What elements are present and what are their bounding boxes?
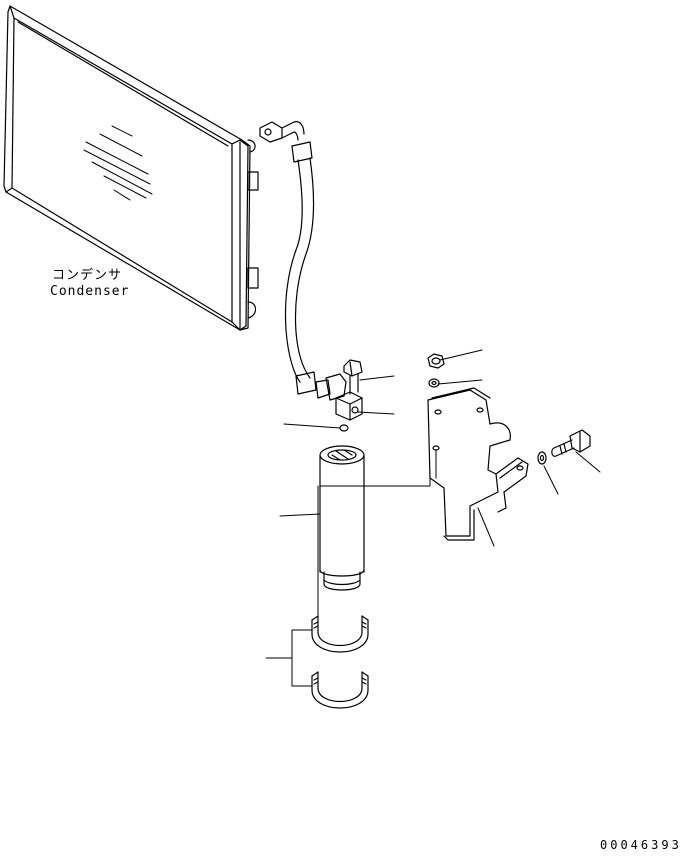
hardware-nut <box>428 354 444 368</box>
condenser-hatching <box>84 126 152 200</box>
hardware-bolt-side <box>552 430 590 456</box>
bolt-and-clamp <box>336 360 362 431</box>
refrigerant-hose <box>260 122 346 400</box>
leader-lines <box>266 350 600 686</box>
condenser-outer-frame <box>4 6 250 330</box>
condenser-label-english: Condenser <box>50 284 130 299</box>
hardware-washer-side <box>538 452 546 464</box>
receiver-drier <box>320 446 364 590</box>
hardware-washer <box>429 379 439 387</box>
drawing-code: 00046393 <box>600 838 682 852</box>
condenser-label-japanese: コンデンサ <box>52 268 123 283</box>
bracket-plate <box>428 390 510 536</box>
condenser-side-tank <box>232 140 248 330</box>
condenser <box>4 6 258 330</box>
u-bolt-lower <box>312 672 368 708</box>
u-bolt-upper <box>312 616 368 652</box>
mounting-bracket <box>428 388 528 540</box>
connector-lines <box>318 450 436 616</box>
